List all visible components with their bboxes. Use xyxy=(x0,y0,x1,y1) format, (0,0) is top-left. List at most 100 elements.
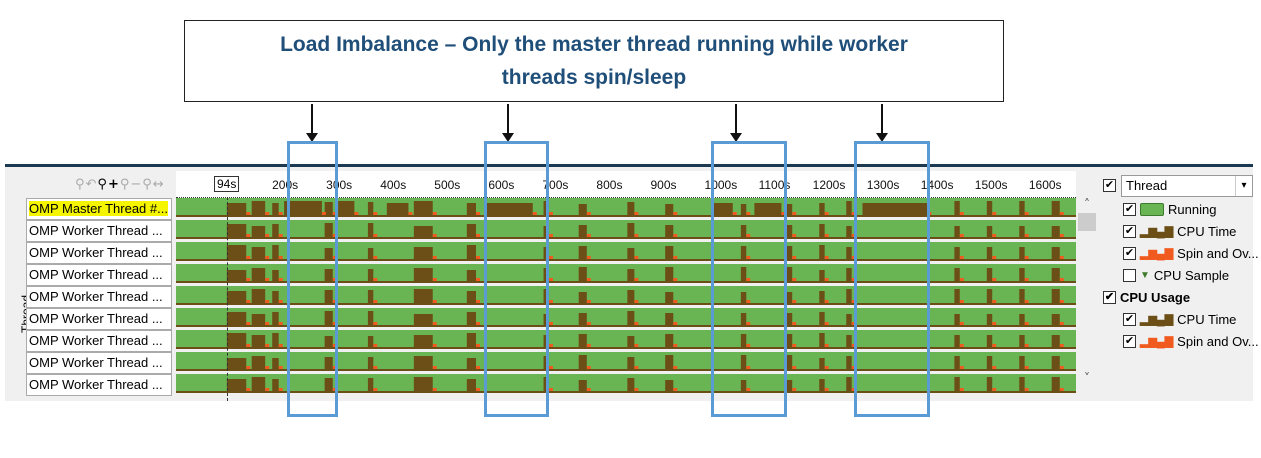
thread-label-worker[interactable]: OMP Worker Thread ... xyxy=(26,352,172,374)
cpu-time-mark xyxy=(324,269,333,283)
cpu-time-mark xyxy=(819,291,825,305)
zoom-out-icon[interactable]: ⚲− xyxy=(119,177,143,192)
spin-mark xyxy=(992,366,997,371)
thread-label-worker[interactable]: OMP Worker Thread ... xyxy=(26,242,172,264)
time-marker[interactable]: 94s xyxy=(214,176,240,192)
spin-mark xyxy=(548,234,553,239)
spin-mark xyxy=(1059,300,1064,305)
spin-mark xyxy=(673,366,678,371)
thread-track[interactable] xyxy=(176,286,1076,306)
cpu-time-mark xyxy=(466,245,476,261)
group-dropdown[interactable]: Thread▾ xyxy=(1121,175,1253,197)
cpu-baseline xyxy=(176,281,1076,283)
thread-track[interactable] xyxy=(176,220,1076,240)
cpu-time-mark xyxy=(226,358,247,371)
cpu-time-mark xyxy=(784,246,793,261)
scroll-thumb[interactable] xyxy=(1078,213,1096,231)
checkbox[interactable]: ✔ xyxy=(1123,335,1136,348)
spin-mark xyxy=(746,344,751,349)
thread-track[interactable] xyxy=(176,352,1076,372)
spin-mark xyxy=(1024,212,1029,217)
spin-mark xyxy=(824,256,829,261)
spin-mark xyxy=(354,212,359,217)
cpu-time-mark xyxy=(484,203,533,217)
spin-mark xyxy=(548,344,553,349)
checkbox[interactable]: ✔ xyxy=(1123,225,1136,238)
cpu-time-mark xyxy=(324,202,333,217)
cpu-baseline xyxy=(176,215,1076,217)
spin-mark xyxy=(1059,388,1064,393)
spin-mark xyxy=(851,366,856,371)
spin-mark xyxy=(586,366,591,371)
cpu-baseline xyxy=(176,369,1076,371)
cpu-time-mark xyxy=(665,292,674,305)
cpu-time-mark xyxy=(846,289,852,305)
spin-mark xyxy=(265,388,270,393)
cpu-time-mark xyxy=(1051,377,1060,393)
thread-track[interactable] xyxy=(176,198,1076,218)
checkbox[interactable]: ✔ xyxy=(1123,203,1136,216)
cpu-time-mark xyxy=(954,377,960,393)
axis-tick-label: 500s xyxy=(434,178,461,192)
checkbox[interactable]: ✔ xyxy=(1123,313,1136,326)
spin-mark xyxy=(332,256,337,261)
spin-mark xyxy=(634,212,639,217)
thread-label-worker[interactable]: OMP Worker Thread ... xyxy=(26,264,172,286)
spin-mark xyxy=(824,212,829,217)
spin-mark xyxy=(586,344,591,349)
thread-track[interactable] xyxy=(176,308,1076,328)
cpu-time-mark xyxy=(226,203,247,217)
spin-mark xyxy=(959,366,964,371)
spin-mark xyxy=(959,256,964,261)
zoom-undo-icon[interactable]: ⚲↶ xyxy=(75,177,98,192)
spin-mark xyxy=(278,278,283,283)
spin-mark xyxy=(1024,234,1029,239)
thread-track[interactable] xyxy=(176,374,1076,394)
spin-mark xyxy=(634,344,639,349)
thread-label-worker[interactable]: OMP Worker Thread ... xyxy=(26,308,172,330)
thread-track[interactable] xyxy=(176,330,1076,350)
zoom-fit-icon[interactable]: ⚲↔ xyxy=(142,177,165,192)
zoom-in-icon[interactable]: ⚲+ xyxy=(97,177,120,192)
spin-mark xyxy=(548,322,553,327)
chevron-down-icon[interactable]: ▾ xyxy=(1235,176,1252,196)
cpu-time-mark xyxy=(784,204,793,217)
spin-mark xyxy=(673,256,678,261)
spin-mark xyxy=(476,212,480,217)
spin-mark xyxy=(1024,366,1029,371)
spin-mark xyxy=(851,388,856,393)
thread-label-worker[interactable]: OMP Worker Thread ... xyxy=(26,286,172,308)
spin-mark xyxy=(792,234,797,239)
spin-mark xyxy=(476,366,480,371)
checkbox[interactable]: ✔ xyxy=(1123,247,1136,260)
cpu-time-mark xyxy=(272,379,279,393)
cpu-time-mark xyxy=(784,380,793,393)
cpu-time-mark xyxy=(466,270,476,283)
thread-label-worker[interactable]: OMP Worker Thread ... xyxy=(26,330,172,352)
cpu-time-mark xyxy=(1019,247,1025,261)
highlight-box xyxy=(484,141,549,417)
spin-mark xyxy=(548,388,553,393)
checkbox[interactable] xyxy=(1123,269,1136,282)
vertical-scrollbar[interactable]: ˄˅ xyxy=(1078,197,1096,397)
thread-track[interactable] xyxy=(176,264,1076,284)
spin-mark xyxy=(792,388,797,393)
cpu-time-mark xyxy=(251,289,266,305)
scroll-down-icon[interactable]: ˅ xyxy=(1084,371,1090,385)
thread-label-worker[interactable]: OMP Worker Thread ... xyxy=(26,220,172,242)
thread-label-master[interactable]: OMP Master Thread #... xyxy=(26,198,172,220)
spin-mark xyxy=(373,212,378,217)
thread-label-worker[interactable]: OMP Worker Thread ... xyxy=(26,374,172,396)
cpu-time-mark xyxy=(413,268,433,283)
spin-mark xyxy=(373,278,378,283)
spin-mark xyxy=(265,278,270,283)
cpu-time-mark xyxy=(784,355,793,371)
checkbox[interactable]: ✔ xyxy=(1103,291,1116,304)
cpu-time-mark xyxy=(665,313,674,327)
scroll-up-icon[interactable]: ˄ xyxy=(1084,197,1090,211)
cpu-time-mark xyxy=(226,270,247,283)
spin-mark xyxy=(432,278,437,283)
cpu-time-mark xyxy=(367,223,374,239)
thread-checkbox[interactable]: ✔ xyxy=(1103,179,1116,192)
